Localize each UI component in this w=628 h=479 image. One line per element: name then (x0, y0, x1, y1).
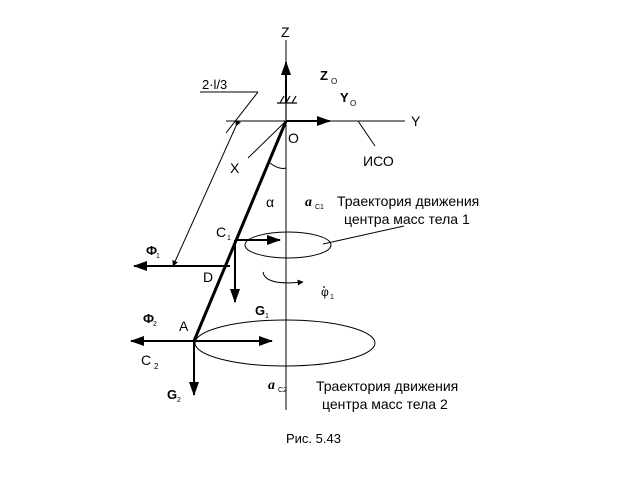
dimension-label: 2·l/3 (202, 77, 227, 92)
phi-dot-mark (323, 286, 325, 288)
g2-label: G (167, 387, 177, 402)
phi-dot-sub: 1 (330, 294, 334, 301)
zo-label: Z (320, 68, 328, 83)
trajectory-ellipse-1 (244, 231, 332, 259)
ac1-label: a (305, 195, 312, 210)
ac2-label: a (268, 378, 275, 393)
trajectory2-line2: центра масс тела 2 (322, 396, 448, 412)
phi2-label: Ф (143, 311, 154, 326)
figure-caption: Рис. 5.43 (286, 431, 341, 446)
yo-label: Y (340, 90, 349, 105)
ac1-sub: C1 (315, 204, 324, 211)
iso-label: ИСО (363, 153, 394, 169)
x-axis-label: X (230, 160, 240, 176)
g1-sub: 1 (265, 313, 269, 320)
ac2-sub: C2 (278, 387, 287, 394)
trajectory-ellipse-2 (194, 319, 376, 367)
a-label: A (179, 318, 189, 334)
c1-sub: 1 (227, 235, 231, 242)
x-axis (247, 120, 287, 159)
origin-label: O (288, 130, 299, 146)
alpha-arc (269, 162, 287, 169)
trajectory1-line2: центра масс тела 1 (344, 211, 470, 227)
trajectory1-leader (322, 225, 405, 245)
rod (192, 120, 288, 342)
trajectory1-line1: Траектория движения (337, 193, 479, 209)
phi1-label: Ф (146, 243, 157, 258)
c2-sub: 2 (154, 362, 159, 371)
c2-label: C (141, 352, 151, 368)
d-label: D (203, 269, 213, 285)
phi-dot-label: φ (321, 285, 329, 299)
phi1-sub: 1 (156, 253, 160, 260)
zo-sub: O (331, 77, 337, 86)
alpha-label: α (266, 194, 274, 210)
g1-label: G (255, 303, 265, 318)
iso-leader (357, 120, 376, 147)
yo-sub: O (350, 99, 356, 108)
c1-label: C (216, 224, 226, 240)
g2-sub: 2 (177, 397, 181, 404)
rotation-arrow (262, 271, 304, 286)
phi2-sub: 2 (153, 321, 157, 328)
trajectory2-line1: Траектория движения (316, 378, 458, 394)
dimension-2l3 (172, 91, 259, 267)
y-axis-label: Y (411, 113, 421, 129)
z-axis-label: Z (281, 24, 290, 40)
